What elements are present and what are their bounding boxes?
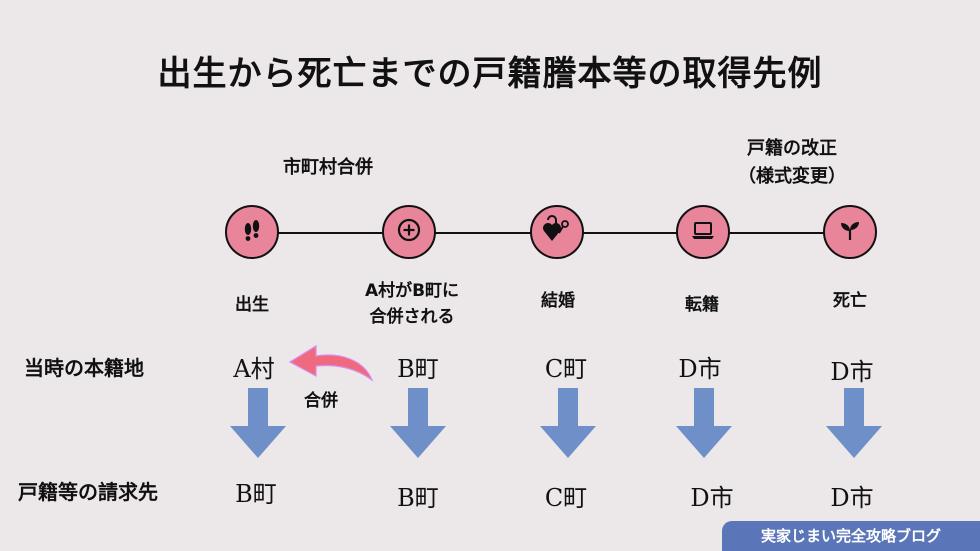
down-arrow [230, 388, 286, 458]
merge-arrow [286, 338, 378, 388]
down-arrow [390, 388, 446, 458]
revision-note: 戸籍の改正 （様式変更） [712, 135, 872, 191]
event-label-line: A村がB町に [364, 281, 460, 301]
timeline-node-transfer [676, 205, 730, 259]
domicile-value: D市 [678, 355, 722, 383]
merger-note: 市町村合併 [283, 157, 373, 178]
footprints-icon [237, 215, 267, 249]
request-value: B町 [397, 484, 439, 512]
event-label-line: 合併される [369, 307, 455, 327]
event-label-line: 結婚 [541, 291, 575, 311]
domicile-value: A村 [233, 355, 275, 383]
request-value: D市 [830, 484, 874, 512]
event-label-line: 出生 [235, 295, 269, 315]
domicile-value: C町 [544, 355, 588, 383]
request-value: C町 [544, 484, 588, 512]
timeline-node-marriage [530, 205, 584, 259]
event-label-line: 死亡 [833, 291, 867, 311]
request-value: D市 [690, 484, 734, 512]
domicile-row-label: 当時の本籍地 [24, 356, 144, 380]
event-label-line: 転籍 [685, 295, 719, 315]
request-row-label: 戸籍等の請求先 [18, 480, 158, 504]
event-label-merger: A村がB町に 合併される [342, 278, 482, 330]
event-label-transfer: 転籍 [632, 292, 772, 318]
event-label-death: 死亡 [780, 288, 920, 314]
page-title: 出生から死亡までの戸籍謄本等の取得先例 [157, 54, 823, 94]
heart-lock-key-icon [542, 215, 572, 249]
merge-label: 合併 [304, 391, 338, 411]
domicile-value: D市 [830, 358, 874, 386]
timeline-node-merger [382, 205, 436, 259]
down-arrow [676, 388, 732, 458]
event-label-birth: 出生 [182, 292, 322, 318]
plus-circle-icon [394, 215, 424, 249]
down-arrow [540, 388, 596, 458]
timeline-node-birth [225, 205, 279, 259]
request-value: B町 [235, 480, 277, 508]
down-arrow [826, 388, 882, 458]
laptop-icon [688, 215, 718, 249]
brand-badge: 実家じまい完全攻略ブログ [722, 521, 980, 551]
event-label-marriage: 結婚 [488, 288, 628, 314]
revision-note-line1: 戸籍の改正 [747, 138, 837, 159]
timeline-node-death [823, 205, 877, 259]
domicile-value: B町 [397, 355, 439, 383]
revision-note-line2: （様式変更） [738, 166, 846, 187]
sprout-icon [835, 215, 865, 249]
